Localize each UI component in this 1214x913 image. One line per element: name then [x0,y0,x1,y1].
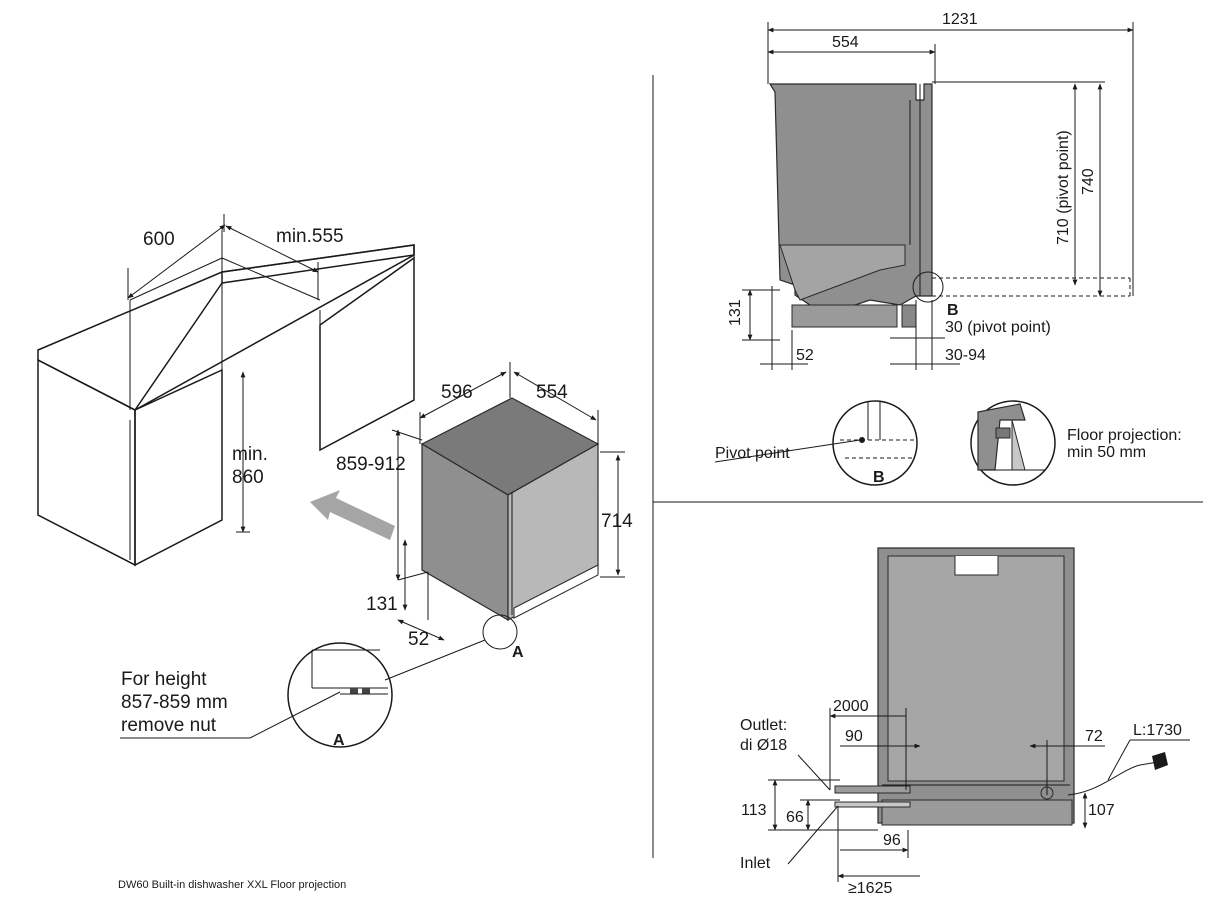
detail-a-marker: A [333,732,345,749]
dim-plinth-depth: 52 [408,629,429,650]
inlet-label: Inlet [740,855,771,872]
detail-b [832,400,918,486]
dim-min-value: 860 [232,467,264,488]
detail-a [287,642,393,748]
marker-b: B [947,302,959,319]
dim-90: 90 [845,728,863,745]
floor-projection-line-2: min 50 mm [1067,444,1146,461]
dim-min-label: min. [232,444,268,465]
dim-2000: 2000 [833,698,869,715]
dim-unit-width: 596 [441,382,473,403]
dim-pivot-depth: 30 (pivot point) [945,319,1051,336]
dim-side-plinth-h: 131 [727,299,744,326]
dim-side-depth: 554 [832,34,859,51]
dim-66: 66 [786,809,804,826]
dim-unit-depth: 554 [536,382,568,403]
dim-cab-depth: min.555 [276,226,344,247]
dim-total-length: 1231 [942,11,978,28]
dishwasher-isometric [420,397,600,622]
detail-b-marker: B [873,469,885,486]
dim-plinth-height: 131 [366,594,398,615]
dim-cab-width: 600 [143,229,175,250]
note-line-3: remove nut [121,715,217,736]
plug-icon [1152,752,1168,770]
pivot-point-label: Pivot point [715,445,790,462]
outlet-label-2: di Ø18 [740,737,787,754]
insert-arrow-icon [310,490,395,540]
dishwasher-front [877,547,1075,826]
dim-side-height: 740 [1080,168,1097,195]
cable-length: L:1730 [1133,722,1182,739]
dim-107: 107 [1088,802,1115,819]
dim-pivot-height: 710 (pivot point) [1055,130,1072,245]
caption: DW60 Built-in dishwasher XXL Floor proje… [118,879,346,891]
detail-marker-circle-a [482,614,518,650]
floor-projection-line-1: Floor projection: [1067,427,1182,444]
dim-side-plinth-d: 52 [796,347,814,364]
detail-floor-projection [970,400,1056,486]
dim-height-range: 859-912 [336,454,406,475]
dim-unit-height: 714 [601,511,633,532]
dim-72: 72 [1085,728,1103,745]
dim-96: 96 [883,832,901,849]
note-line-2: 857-859 mm [121,692,228,713]
dim-1625: ≥1625 [848,880,892,897]
dim-range: 30-94 [945,347,986,364]
dishwasher-side [768,83,933,328]
marker-a: A [512,644,524,661]
dim-113: 113 [741,802,767,819]
note-line-1: For height [121,669,207,690]
outlet-label-1: Outlet: [740,717,787,734]
